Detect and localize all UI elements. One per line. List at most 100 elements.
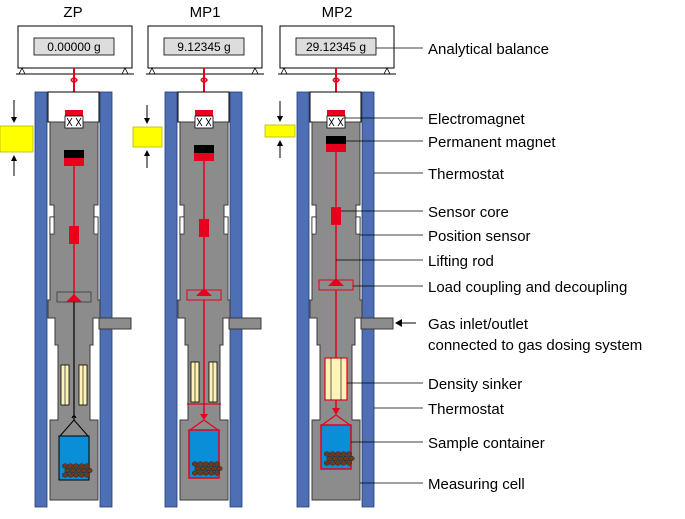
sample-pellet (346, 451, 353, 457)
sample-pellet (202, 461, 209, 467)
label-thermostat-top: Thermostat (428, 166, 505, 183)
sample-pellet (332, 456, 339, 462)
sample-pellet (329, 460, 336, 466)
sample-pellet (197, 470, 204, 476)
sample-pellet (69, 468, 76, 474)
sample-pellet (62, 463, 69, 469)
coupling-block (264, 124, 296, 138)
sample-pellet (197, 461, 204, 467)
sample-pellet (62, 472, 69, 478)
gas-tube-mp1 (228, 317, 262, 330)
column-zp: 0.00000 g (16, 25, 134, 508)
sample-pellet (337, 456, 344, 462)
balance: 0.00000 g (16, 25, 134, 75)
sample-pellet (335, 460, 342, 466)
thermostat-jacket-left (34, 91, 48, 508)
thermostat-jacket-left (296, 91, 310, 508)
suspension-hook (200, 77, 208, 83)
electromagnet-top (327, 110, 345, 116)
load-coupling-cap (196, 288, 212, 296)
sample-pellets (324, 451, 355, 466)
arrow-up-icon (144, 150, 150, 156)
sample-pellet (326, 456, 333, 462)
arrow-down-icon (11, 117, 17, 123)
sample-pellet (67, 472, 74, 478)
sensor-core (69, 226, 79, 244)
electromagnet-coil (194, 115, 214, 129)
sample-pellet (208, 470, 215, 476)
balance-foot (148, 67, 156, 75)
container-hanger (59, 419, 89, 437)
sample-pellet (72, 463, 79, 469)
sample-pellet (83, 463, 90, 469)
sample-pellet (346, 460, 353, 466)
sample-pellets (191, 461, 223, 476)
sample-pellet (67, 463, 74, 469)
label-density-sinker: Density sinker (428, 376, 522, 393)
gas-tube-zp (98, 317, 132, 330)
sample-pellet (210, 466, 217, 472)
label-load-coupling: Load coupling and decoupling (428, 279, 627, 296)
position-sensor-coil (93, 216, 99, 235)
sample-pellet (205, 466, 212, 472)
balance-display (163, 37, 245, 56)
suspension-hook (70, 77, 78, 83)
suspension-hook (332, 77, 340, 83)
sample-pellet (335, 451, 342, 457)
label-gas-inlet: Gas inlet/outlet (428, 316, 529, 333)
balance: 29.12345 g (278, 25, 396, 75)
leader-lines (336, 47, 423, 484)
column-mp1: 9.12345 g (146, 25, 264, 508)
sample-pellet (64, 468, 71, 474)
load-coupling-cap (328, 278, 344, 286)
coupling-indicator-mp1 (132, 105, 163, 168)
permanent-magnet-red (64, 158, 84, 166)
label-measuring-cell: Measuring cell (428, 476, 525, 493)
sample-pellet (340, 451, 347, 457)
container-hook (332, 408, 340, 415)
label-sample-container: Sample container (428, 435, 545, 452)
sensor-core (331, 207, 341, 225)
sample-pellet (208, 461, 215, 467)
position-sensor-coil (355, 216, 361, 235)
gas-tube-mp2 (360, 317, 394, 330)
position-sensor-coil (223, 216, 229, 235)
sample-pellet (78, 463, 85, 469)
electromagnet-coil (326, 115, 346, 129)
sample-pellet (202, 470, 209, 476)
balance-reading: 0.00000 g (47, 40, 100, 54)
arrow-up-icon (11, 155, 17, 161)
permanent-magnet-black (194, 145, 214, 153)
container-hook (71, 415, 77, 419)
sample-pellet (80, 468, 87, 474)
sample-pellet (213, 470, 220, 476)
column-title-mp2: MP2 (322, 4, 353, 21)
gas-arrow-icon (395, 319, 402, 327)
sensor-core (199, 219, 209, 237)
label-permanent-magnet: Permanent magnet (428, 134, 556, 151)
sample-pellet (213, 461, 220, 467)
column-mp2: 29.12345 g (278, 25, 396, 508)
sample-pellet (348, 456, 355, 462)
label-analytical-balance: Analytical balance (428, 41, 549, 58)
position-sensor-coil (179, 216, 185, 235)
thermostat-jacket-left (164, 91, 178, 508)
sample-pellet (324, 460, 331, 466)
sample-pellet (83, 472, 90, 478)
balance-reading: 9.12345 g (177, 40, 230, 54)
container-hanger (321, 414, 351, 426)
balance-display (33, 37, 115, 56)
balance: 9.12345 g (146, 25, 264, 75)
label-gas-dosing: connected to gas dosing system (428, 337, 642, 354)
electromagnet-top (65, 110, 83, 116)
sample-pellet (194, 466, 201, 472)
coupling-indicator-mp2 (264, 101, 296, 158)
electromagnet-winding (196, 117, 212, 127)
label-sensor-core: Sensor core (428, 204, 509, 221)
container-hanger (189, 419, 219, 431)
permanent-magnet-red (194, 153, 214, 161)
thermostat-jacket-right (229, 91, 243, 508)
load-coupling-cap (66, 294, 82, 302)
sample-pellet (191, 461, 198, 467)
